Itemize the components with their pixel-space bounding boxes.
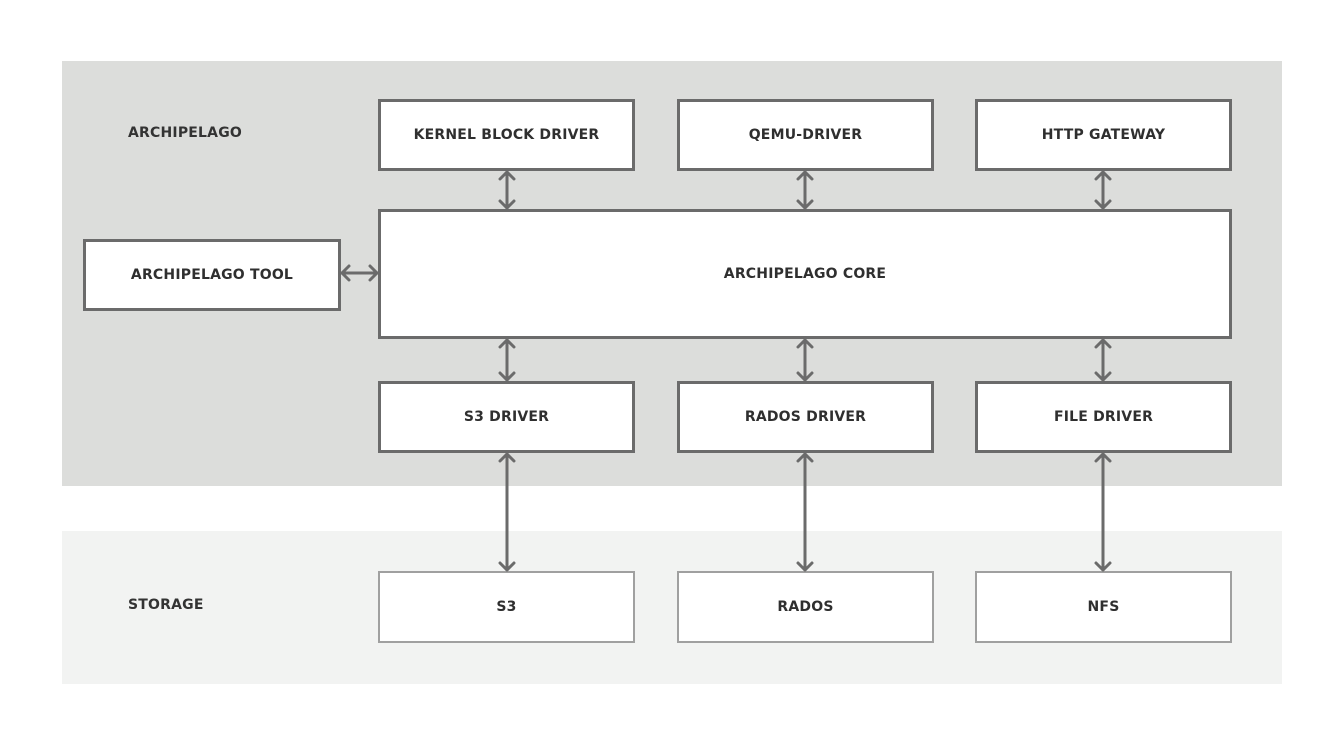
storage-section-label: STORAGE — [128, 597, 204, 613]
kernel-block-driver-box: KERNEL BLOCK DRIVER — [378, 99, 635, 171]
s3-storage-label: S3 — [496, 599, 517, 615]
qemu-driver-label: QEMU-DRIVER — [748, 127, 863, 143]
rados-driver-label: RADOS DRIVER — [744, 409, 867, 425]
arrow-core-file-driver — [1094, 338, 1112, 382]
arrow-s3-driver-s3 — [498, 452, 516, 572]
nfs-storage-box: NFS — [975, 571, 1232, 643]
file-driver-box: FILE DRIVER — [975, 381, 1232, 453]
arrow-core-rados-driver — [796, 338, 814, 382]
nfs-storage-label: NFS — [1087, 599, 1120, 615]
rados-driver-box: RADOS DRIVER — [677, 381, 934, 453]
archipelago-tool-label: ARCHIPELAGO TOOL — [130, 267, 294, 283]
kernel-block-driver-label: KERNEL BLOCK DRIVER — [413, 127, 600, 143]
arrow-tool-core — [340, 264, 379, 282]
s3-driver-box: S3 DRIVER — [378, 381, 635, 453]
rados-storage-label: RADOS — [777, 599, 834, 615]
qemu-driver-box: QEMU-DRIVER — [677, 99, 934, 171]
s3-storage-box: S3 — [378, 571, 635, 643]
archipelago-tool-box: ARCHIPELAGO TOOL — [83, 239, 341, 311]
rados-storage-box: RADOS — [677, 571, 934, 643]
http-gateway-box: HTTP GATEWAY — [975, 99, 1232, 171]
s3-driver-label: S3 DRIVER — [463, 409, 550, 425]
archipelago-core-box: ARCHIPELAGO CORE — [378, 209, 1232, 339]
archipelago-section-label: ARCHIPELAGO — [128, 125, 242, 141]
arrow-kernel-core — [498, 170, 516, 210]
http-gateway-label: HTTP GATEWAY — [1041, 127, 1166, 143]
arrow-core-s3-driver — [498, 338, 516, 382]
arrow-rados-driver-rados — [796, 452, 814, 572]
arrow-qemu-core — [796, 170, 814, 210]
arrow-http-core — [1094, 170, 1112, 210]
archipelago-core-label: ARCHIPELAGO CORE — [723, 266, 887, 282]
file-driver-label: FILE DRIVER — [1053, 409, 1154, 425]
arrow-file-driver-nfs — [1094, 452, 1112, 572]
